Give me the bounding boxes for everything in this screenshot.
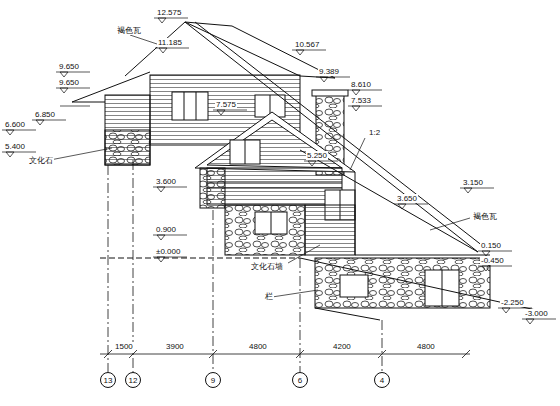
dimension-label: 文化石墙 (250, 262, 284, 271)
dimension-label: 褐色瓦 (116, 26, 142, 35)
dimension-label: 8.610 (350, 80, 372, 89)
dimension-label: 9.650 (58, 62, 80, 71)
dimension-label: 0.900 (155, 225, 177, 234)
level-triangle (482, 266, 490, 271)
level-triangle (464, 188, 472, 193)
dimension-label: 4200 (332, 342, 352, 351)
dimension-label: 文化石 (28, 156, 54, 165)
axis-bubble: 4 (374, 372, 390, 388)
level-triangle (158, 18, 166, 23)
dimension-label: 0.150 (480, 241, 502, 250)
dimension-label: 3900 (165, 342, 185, 351)
level-triangle (157, 257, 165, 262)
dimension-label: 7.575 (215, 100, 237, 109)
level-marks (2, 18, 556, 324)
dimension-label: 9.389 (318, 67, 340, 76)
dimension-label: 5.250 (306, 151, 328, 160)
axis-bubble: 12 (125, 372, 141, 388)
level-triangle (296, 50, 304, 55)
axis-number: 13 (104, 376, 113, 385)
axis-number: 12 (129, 376, 138, 385)
dimension-label: 3.600 (155, 177, 177, 186)
level-triangle (6, 130, 14, 135)
dimension-label: 7.533 (350, 96, 372, 105)
level-triangle (157, 235, 165, 240)
axis-number: 6 (298, 376, 302, 385)
axis-number: 9 (211, 376, 215, 385)
level-triangle (36, 120, 44, 125)
dimension-label: -3.000 (524, 309, 549, 318)
grid-lines (100, 160, 470, 372)
dimension-label: -0.450 (480, 256, 505, 265)
dimension-label: 1:2 (368, 128, 381, 137)
level-triangle (526, 319, 534, 324)
dimension-label: 9.650 (58, 78, 80, 87)
axis-number: 4 (380, 376, 384, 385)
axis-bubble: 6 (292, 372, 308, 388)
building-outline (72, 22, 545, 320)
level-triangle (157, 187, 165, 192)
dimension-label: 1500 (114, 342, 134, 351)
level-triangle (308, 161, 316, 166)
level-triangle (352, 106, 360, 111)
dimension-label: 4800 (416, 342, 436, 351)
level-triangle (352, 90, 360, 95)
dimension-label: 褐色瓦 (472, 212, 498, 221)
dimension-label: 12.575 (156, 8, 182, 17)
dimension-label: 3.150 (462, 178, 484, 187)
dimension-label: 3.650 (396, 194, 418, 203)
level-triangle (159, 48, 167, 53)
dimension-label: 6.850 (34, 110, 56, 119)
level-triangle (217, 110, 225, 115)
dimension-label: 6.600 (4, 120, 26, 129)
level-triangle (320, 77, 328, 82)
axis-bubble: 9 (205, 372, 221, 388)
dimension-label: -2.250 (500, 298, 525, 307)
dimension-label: ±0.000 (155, 247, 181, 256)
level-triangle (502, 308, 510, 313)
dimension-label: 10.567 (294, 40, 320, 49)
leader-lines (50, 35, 470, 297)
level-triangle (60, 88, 68, 93)
dimension-label: 5.400 (4, 142, 26, 151)
dimension-label: 栏 (264, 292, 274, 301)
level-triangle (6, 152, 14, 157)
dimension-label: 11.185 (157, 38, 183, 47)
level-triangle (60, 72, 68, 77)
level-triangle (398, 204, 406, 209)
dimension-label: 4800 (248, 342, 268, 351)
axis-bubble: 13 (100, 372, 116, 388)
